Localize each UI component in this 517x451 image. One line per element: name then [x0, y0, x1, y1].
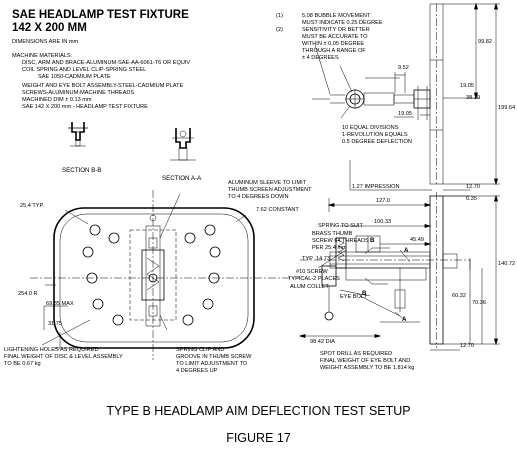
dim-45-49: 45.49: [410, 237, 424, 243]
dim-199-64: 199.64: [498, 105, 516, 111]
section-b-b-label: SECTION B-B: [62, 167, 102, 174]
dim-6-35: 6.35: [466, 196, 477, 202]
section-a-a-view: [170, 128, 196, 161]
note-number: (1): [276, 13, 283, 19]
vertical-arm: [429, 3, 444, 185]
dim-98-42-dia: 98.42 DIA: [310, 339, 335, 345]
dim-14-73: 14.73: [316, 256, 330, 262]
sleeve-note-line: THUMB SCREEN ADJUSTMENT: [228, 187, 312, 193]
collet-label: ALUM COLLET: [290, 284, 329, 290]
screw-label: #10 SCREW: [296, 269, 328, 275]
brass-screw-label: PER 25.4 mm: [312, 245, 347, 251]
eye-bolt-label: EYE BOLT: [340, 294, 367, 300]
bubble-note-line: THROUGH A RANGE OF: [302, 48, 366, 54]
materials-line: MACHINED DIM ± 0.13 mm: [22, 97, 92, 103]
dim-38-10: 38.10: [466, 95, 480, 101]
dim-69-85: 69.85 MAX: [46, 301, 74, 307]
dim-typical-spacing: 25.4 TYP.: [20, 203, 45, 209]
dim-31-75: 31.75: [48, 321, 62, 327]
spring-to-suit-label: SPRING TO SUIT: [318, 223, 363, 229]
spring-clip-note-line: TO LIMIT ADJUSTMENT TO: [176, 361, 248, 367]
section-a-marker-lower: A: [402, 316, 407, 323]
materials-line: WEIGHT AND EYE BOLT ASSEMBLY-STEEL-CADMI…: [22, 83, 184, 89]
bubble-note-line: SENSITIVITY OR BETTER: [302, 27, 370, 33]
spring-clip-note-line: 4 DEGREES UP: [176, 368, 218, 374]
materials-line: SAE 142 X 200 mm - HEADLAMP TEST FIXTURE: [22, 104, 148, 110]
spot-drill-note-line: FINAL WEIGHT OF EYE BOLT AND: [320, 358, 411, 364]
bubble-level: [312, 72, 431, 120]
divisions-note-line: 0.5 DEGREE DEFLECTION: [342, 139, 412, 145]
dim-254-radius: 254.0 R: [18, 291, 38, 297]
dim-12-70-bottom: 12.70: [460, 343, 474, 349]
bubble-note-line: 5.08 BUBBLE MOVEMENT: [302, 13, 371, 19]
bubble-note-line: MUST BE ACCURATE TO: [302, 34, 368, 40]
dim-60-32: 60.32: [452, 293, 466, 299]
materials-line: SAE 1050-CADMIUM PLATE: [38, 74, 111, 80]
dim-19-05-bottom: 19.05: [398, 111, 412, 117]
dim-impression: 1.27 IMPRESSION: [352, 184, 400, 190]
side-view-dimension-lines: [298, 189, 500, 351]
brass-screw-label: SCREW 64 THREADS: [312, 238, 369, 244]
leader-lines-top: [314, 44, 432, 191]
drawing-size: 142 X 200 MM: [12, 22, 87, 34]
bubble-note-line: MUST INDICATE 0.25 DEGREE: [302, 20, 383, 26]
drawing-title: SAE HEADLAMP TEST FIXTURE: [12, 9, 189, 21]
disc-leaders: [41, 193, 247, 349]
side-view: [300, 192, 471, 348]
divisions-note-line: 10 EQUAL DIVISIONS: [342, 125, 399, 131]
dim-127: 127.0: [376, 198, 390, 204]
brass-screw-label: BRASS THUMB: [312, 231, 353, 237]
dim-12-70-top: 12.70: [466, 184, 480, 190]
arm-dimension-lines: [443, 2, 500, 186]
spot-drill-note-line: SPOT DRILL AS REQUIRED: [320, 351, 393, 357]
section-b-marker-lower: B: [362, 290, 367, 297]
dim-99-82: 99.82: [478, 39, 492, 45]
dim-9-52: 9.52: [398, 65, 409, 71]
dimensions-note: DIMENSIONS ARE IN mm: [12, 39, 79, 45]
dim-70-36: 70.36: [472, 300, 486, 306]
section-a-a-label: SECTION A-A: [162, 175, 202, 182]
typ-label: TYP: [302, 256, 313, 262]
figure-number: FIGURE 17: [226, 431, 291, 445]
sleeve-note-line: TO 4 DEGREES DOWN: [228, 194, 289, 200]
spring-clip-note-line: SPRING CLIP AND: [176, 347, 225, 353]
note-number: (2): [276, 27, 283, 33]
spring-clip-note-line: GROOVE IN THUMB SCREW: [176, 354, 252, 360]
dim-19-05-top: 19.05: [460, 83, 474, 89]
lightening-note-line: TO BE 0.67 kg: [4, 361, 41, 367]
dim-140-72: 140.72: [498, 261, 516, 267]
dim-100-33: 100.33: [374, 219, 392, 225]
section-b-marker: B: [370, 237, 375, 244]
divisions-note-line: 1-REVOLUTION EQUALS: [342, 132, 408, 138]
materials-line: SCREWS-ALUMINUM-MACHINE THREADS: [22, 90, 135, 96]
materials-line: COIL SPRING AND LEVEL CLIP-SPRING STEEL: [22, 67, 147, 73]
spot-drill-note-line: WEIGHT ASSEMBLY TO BE 1.814 kg: [320, 365, 415, 371]
bubble-note-line: ± 4 DEGREES: [302, 55, 339, 61]
sleeve-note-line: ALUMINUM SLEEVE TO LIMIT: [228, 180, 307, 186]
lightening-note-line: LIGHTENING HOLES AS REQUIRED: [4, 347, 99, 353]
materials-heading: MACHINE MATERIALS:: [12, 53, 73, 59]
materials-line: DISC, ARM AND BRACE-ALUMINUM-SAE-AA-6061…: [22, 60, 191, 66]
screw-label: TYPICAL-2 PLACES: [288, 276, 340, 282]
figure-caption: TYPE B HEADLAMP AIM DEFLECTION TEST SETU…: [106, 404, 411, 418]
headlamp-disc: [30, 190, 300, 360]
bubble-note-line: WITHIN ± 0.05 DEGREE: [302, 41, 365, 47]
section-a-marker: A: [404, 247, 409, 254]
lightening-note-line: FINAL WEIGHT OF DISC & LEVEL ASSEMBLY: [4, 354, 123, 360]
section-b-b-view: [68, 122, 88, 147]
dim-constant: 7.62 CONSTANT: [256, 207, 299, 213]
